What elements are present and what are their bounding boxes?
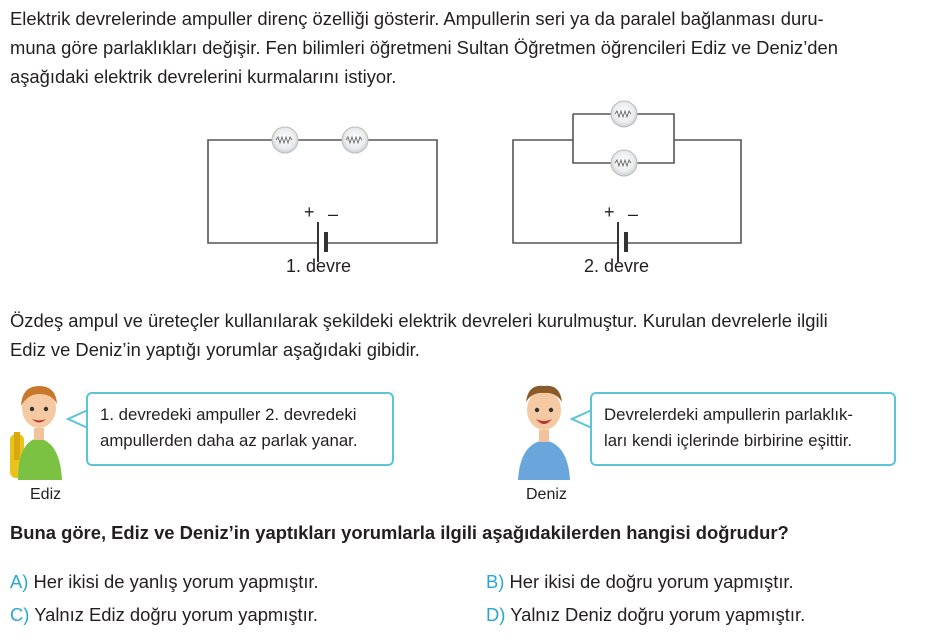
battery-icon	[317, 222, 328, 262]
deniz-comment-line: ları kendi içlerinde birbirine eşittir.	[604, 431, 853, 450]
circuit-1-label: 1. devre	[286, 256, 352, 276]
option-letter: A)	[10, 571, 29, 592]
description-line: Ediz ve Deniz’in yaptığı yorumlar aşağıd…	[10, 339, 420, 360]
option-a[interactable]: A) Her ikisi de yanlış yorum yapmıştır.	[10, 571, 319, 593]
deniz-speech-bubble: Devrelerdeki ampullerin parlaklık- ları …	[590, 392, 896, 466]
battery-plus-sign: +	[304, 202, 315, 222]
deniz-name: Deniz	[526, 486, 567, 503]
battery-minus-sign: –	[328, 204, 338, 224]
circuit-2-label: 2. devre	[584, 256, 650, 276]
ediz-speech-bubble: 1. devredeki ampuller 2. devredeki ampul…	[86, 392, 394, 466]
question-text: Buna göre, Ediz ve Deniz’in yaptıkları y…	[10, 522, 789, 543]
ediz-name: Ediz	[30, 486, 62, 503]
circuit-1-series: + –	[207, 126, 438, 262]
option-d[interactable]: D) Yalnız Deniz doğru yorum yapmıştır.	[486, 604, 805, 626]
option-letter: B)	[486, 571, 505, 592]
intro-line: Elektrik devrelerinde ampuller direnç öz…	[10, 8, 824, 29]
ediz-comment-line: ampullerden daha az parlak yanar.	[100, 431, 358, 450]
bulb-icon	[610, 100, 638, 128]
bulb-icon	[610, 149, 638, 177]
ediz-comment-line: 1. devredeki ampuller 2. devredeki	[100, 405, 357, 424]
battery-plus-sign: +	[604, 202, 615, 222]
option-b[interactable]: B) Her ikisi de doğru yorum yapmıştır.	[486, 571, 794, 593]
option-c[interactable]: C) Yalnız Ediz doğru yorum yapmıştır.	[10, 604, 318, 626]
description-paragraph: Özdeş ampul ve üreteçler kullanılarak şe…	[10, 306, 940, 364]
option-text: Her ikisi de yanlış yorum yapmıştır.	[33, 571, 319, 592]
circuit-2-parallel: + –	[512, 100, 742, 262]
bulb-icon	[341, 126, 369, 154]
deniz-bubble-tail	[570, 409, 593, 429]
option-letter: D)	[486, 604, 506, 625]
intro-line: aşağıdaki elektrik devrelerini kurmaları…	[10, 66, 397, 87]
intro-paragraph: Elektrik devrelerinde ampuller direnç öz…	[10, 4, 940, 91]
option-text: Yalnız Ediz doğru yorum yapmıştır.	[34, 604, 318, 625]
deniz-comment-line: Devrelerdeki ampullerin parlaklık-	[604, 405, 854, 424]
bulb-icon	[271, 126, 299, 154]
battery-minus-sign: –	[628, 204, 638, 224]
battery-icon	[617, 222, 628, 262]
description-line: Özdeş ampul ve üreteçler kullanılarak şe…	[10, 310, 828, 331]
intro-line: muna göre parlaklıkları değişir. Fen bil…	[10, 37, 838, 58]
option-text: Her ikisi de doğru yorum yapmıştır.	[509, 571, 794, 592]
option-text: Yalnız Deniz doğru yorum yapmıştır.	[510, 604, 806, 625]
ediz-avatar	[10, 386, 62, 480]
option-letter: C)	[10, 604, 30, 625]
deniz-avatar	[518, 385, 570, 480]
ediz-bubble-tail	[66, 409, 89, 429]
circuit-diagrams: + – + –	[207, 100, 742, 262]
